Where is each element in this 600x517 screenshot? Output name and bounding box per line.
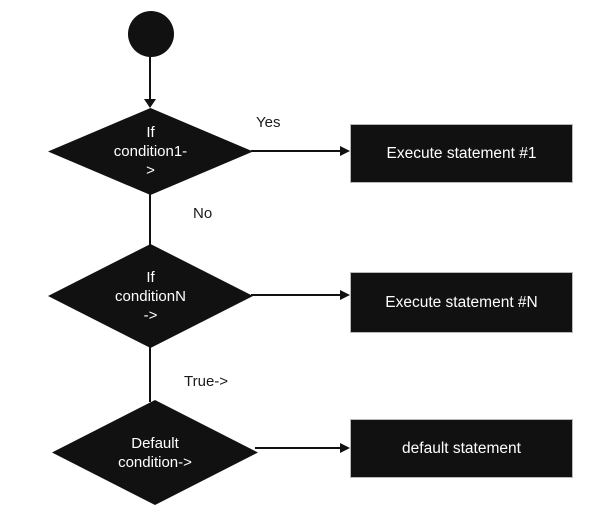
process-node-label: Execute statement #N: [385, 293, 538, 311]
decision-node-label: If condition1- >: [113, 124, 188, 179]
edge-decision1-to-process1: [251, 150, 341, 152]
decision-node-label: If conditionN ->: [115, 268, 186, 324]
edge-decision2-to-process2: [251, 294, 341, 296]
edge-label-yes: Yes: [256, 114, 281, 131]
start-node: [128, 11, 174, 57]
process-node-default-statement: default statement: [350, 419, 573, 478]
process-node-statementN: Execute statement #N: [350, 272, 573, 333]
edge-label-true: True->: [184, 373, 229, 390]
edge-start-to-decision1: [149, 55, 151, 100]
edge-decision2-to-decision3: [149, 346, 151, 402]
edge-decision1-to-decision2: [149, 193, 151, 245]
edge-label-no: No: [193, 205, 213, 222]
arrowhead-down-icon: [144, 99, 156, 108]
process-node-label: default statement: [402, 439, 521, 457]
process-node-label: Execute statement #1: [386, 144, 537, 162]
process-node-statement1: Execute statement #1: [350, 124, 573, 183]
decision-node-conditionN: If conditionN ->: [48, 244, 253, 348]
arrowhead-right-icon: [340, 290, 350, 300]
decision-node-label: Default condition->: [118, 434, 192, 471]
decision-node-default: Default condition->: [52, 400, 258, 505]
arrowhead-right-icon: [340, 443, 350, 453]
decision-node-condition1: If condition1- >: [48, 108, 253, 195]
edge-decision3-to-process3: [255, 447, 341, 449]
arrowhead-right-icon: [340, 146, 350, 156]
